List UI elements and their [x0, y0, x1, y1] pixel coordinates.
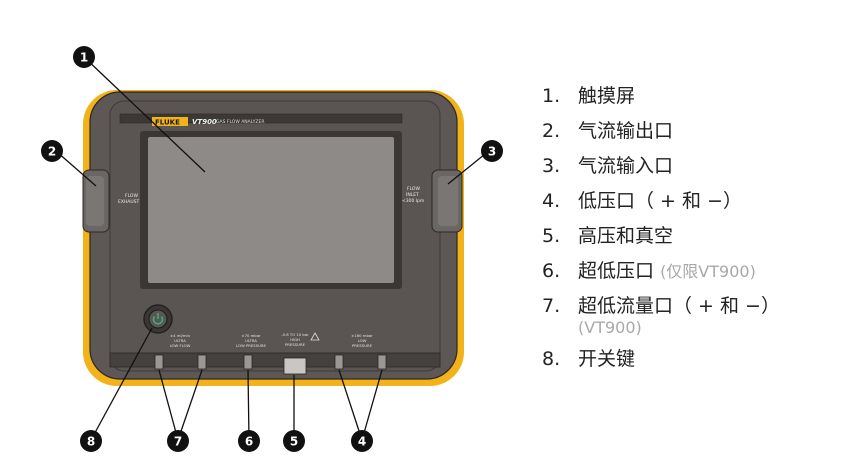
touch-screen[interactable]	[148, 137, 394, 283]
svg-text:ULTRA: ULTRA	[245, 338, 257, 343]
leader-lines	[56, 56, 491, 441]
flow-inlet-label-1: FLOW	[407, 186, 420, 192]
svg-text:ULTRA: ULTRA	[174, 338, 186, 343]
svg-text:7: 7	[174, 435, 182, 449]
top-stripe	[119, 113, 403, 124]
svg-text:LOW FLOW: LOW FLOW	[170, 343, 191, 348]
fluke-logo-bg	[152, 117, 188, 126]
callout-4: 4	[351, 430, 373, 452]
svg-text:5: 5	[290, 435, 298, 449]
legend-text: 开关键	[578, 348, 636, 370]
high-pressure-port[interactable]	[283, 357, 307, 375]
svg-text:HIGH: HIGH	[290, 337, 300, 342]
svg-text:LOW PRESSURE: LOW PRESSURE	[236, 343, 266, 348]
svg-text:1: 1	[80, 51, 88, 65]
legend-number: 8.	[542, 348, 561, 370]
svg-text:8: 8	[87, 435, 95, 449]
legend-text: 气流输入口	[578, 155, 674, 177]
callout-3: 3	[481, 140, 503, 162]
legend-item-5: 5. 高压和真空	[534, 224, 854, 249]
callout-6: 6	[238, 430, 260, 452]
ultra-low-pressure-port[interactable]	[243, 354, 253, 370]
callout-8: 8	[80, 430, 102, 452]
legend-number: 2.	[542, 120, 561, 142]
legend-text: 气流输出口	[578, 120, 674, 142]
svg-text:4: 4	[358, 435, 366, 449]
svg-text:PRESSURE: PRESSURE	[285, 342, 306, 347]
bottom-ledge	[109, 352, 441, 368]
legend-number: 3.	[542, 155, 561, 177]
legend-item-7: 7. 超低流量口（ + 和 −） (VT900)	[534, 294, 854, 337]
svg-text:LOW: LOW	[358, 338, 367, 343]
legend-number: 6.	[542, 260, 561, 282]
legend-item-2: 2. 气流输出口	[534, 119, 854, 144]
legend-item-6: 6. 超低压口 (仅限VT900)	[534, 259, 854, 284]
legend-item-4: 4. 低压口（ + 和 −）	[534, 189, 854, 214]
low-pressure-port-minus[interactable]	[334, 354, 344, 370]
legend-number: 7.	[542, 295, 561, 317]
brand-logo: FLUKE	[155, 119, 180, 127]
warning-icon	[310, 332, 320, 341]
legend-text: 超低压口	[578, 260, 655, 282]
svg-text:±160 mbar: ±160 mbar	[351, 333, 373, 338]
legend-item-1: 1. 触摸屏	[534, 84, 854, 109]
flow-inlet-label-2: INLET	[406, 192, 419, 198]
legend-text: 低压口（ + 和 −）	[578, 190, 742, 212]
left-port[interactable]	[86, 176, 104, 226]
legend-list: 1. 触摸屏 2. 气流输出口 3. 气流输入口 4. 低压口（ + 和 −） …	[534, 84, 854, 382]
svg-text:±70 mbar: ±70 mbar	[241, 333, 261, 338]
power-icon	[152, 313, 164, 325]
ultra-low-flow-port-minus[interactable]	[154, 354, 164, 370]
device-diagram: FLUKE VT900 GAS FLOW ANALYZER FLOW EXHAU…	[41, 46, 503, 452]
right-port[interactable]	[438, 176, 458, 226]
legend-text: 高压和真空	[578, 225, 674, 247]
callout-2: 2	[41, 140, 63, 162]
legend-number: 5.	[542, 225, 561, 247]
svg-text:3: 3	[488, 145, 496, 159]
legend-item-8: 8. 开关键	[534, 347, 854, 372]
svg-text:6: 6	[245, 435, 253, 449]
legend-number: 4.	[542, 190, 561, 212]
legend-note: (VT900)	[578, 318, 642, 337]
port-label-ultra-low-flow: ±4 ml/min ULTRA LOW FLOW	[170, 333, 191, 348]
flow-exhaust-label-2: EXHAUST	[118, 199, 140, 205]
svg-text:-0.8 TO 10 bar: -0.8 TO 10 bar	[281, 332, 309, 337]
legend-text: 超低流量口（ + 和 −）	[578, 295, 780, 317]
svg-text:2: 2	[48, 145, 56, 159]
svg-text:PRESSURE: PRESSURE	[352, 343, 373, 348]
low-pressure-port-plus[interactable]	[377, 354, 387, 370]
legend-text: 触摸屏	[578, 85, 636, 107]
port-label-high-pressure: -0.8 TO 10 bar HIGH PRESSURE	[281, 332, 309, 347]
callout-5: 5	[283, 430, 305, 452]
callout-7: 7	[167, 430, 189, 452]
svg-text:±4 ml/min: ±4 ml/min	[170, 333, 191, 338]
legend-item-3: 3. 气流输入口	[534, 154, 854, 179]
ultra-low-flow-port-plus[interactable]	[197, 354, 207, 370]
model-label: VT900	[192, 118, 217, 126]
port-label-ultra-low-pressure: ±70 mbar ULTRA LOW PRESSURE	[236, 333, 266, 348]
port-label-low-pressure: ±160 mbar LOW PRESSURE	[351, 333, 373, 348]
callout-1: 1	[73, 46, 95, 68]
flow-inlet-label-3: <300 lpm	[402, 198, 424, 204]
model-subtitle: GAS FLOW ANALYZER	[216, 119, 264, 125]
legend-note: (仅限VT900)	[660, 262, 756, 281]
flow-exhaust-label-1: FLOW	[125, 193, 138, 199]
legend-number: 1.	[542, 85, 561, 107]
